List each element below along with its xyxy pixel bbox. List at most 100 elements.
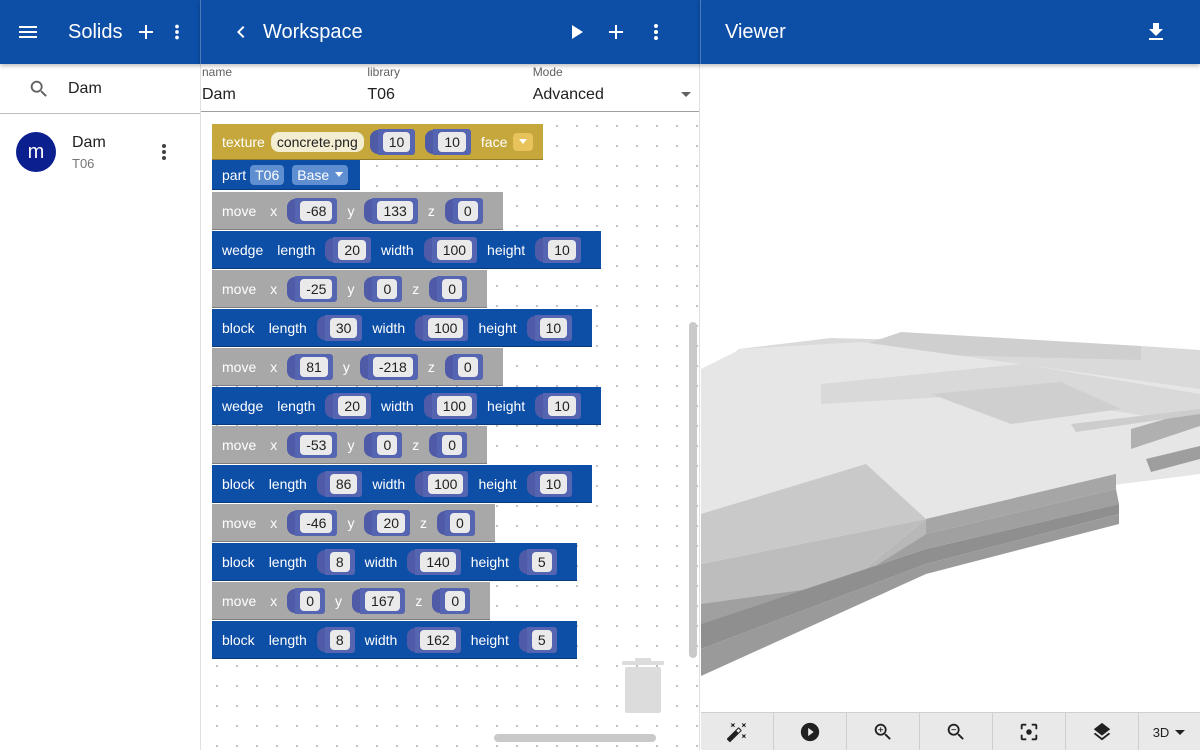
number-input[interactable]: 0 — [364, 431, 403, 458]
number-input[interactable]: 167 — [352, 587, 406, 614]
library-label: library — [367, 65, 401, 79]
number-input[interactable]: 0 — [437, 509, 475, 536]
number-input[interactable]: 0 — [364, 275, 403, 302]
number-input[interactable]: 10 — [425, 128, 471, 155]
number-input[interactable]: 5 — [518, 548, 557, 575]
number-input[interactable]: 0 — [287, 587, 326, 614]
add-block-button[interactable] — [596, 12, 636, 52]
param-label: x — [270, 592, 278, 609]
param-label: y — [335, 592, 343, 609]
face-dropdown[interactable] — [513, 132, 533, 151]
param-label: length — [268, 319, 307, 336]
viewer-panel[interactable]: 3D — [701, 64, 1200, 750]
param-label: height — [470, 631, 509, 648]
number-input[interactable]: 8 — [316, 626, 355, 653]
block-canvas[interactable]: texture concrete.png 10 10 face part T06… — [201, 112, 699, 750]
add-solid-button[interactable] — [126, 12, 166, 52]
trash-icon[interactable] — [622, 658, 664, 719]
number-input[interactable]: 30 — [316, 314, 363, 341]
search-bar — [0, 64, 200, 114]
number-input[interactable]: 20 — [325, 236, 371, 263]
number-input[interactable]: 133 — [364, 197, 418, 224]
number-input[interactable]: 10 — [369, 128, 416, 155]
number-input[interactable]: 20 — [325, 392, 371, 419]
menu-button[interactable] — [8, 12, 48, 52]
number-input[interactable]: 81 — [287, 353, 333, 380]
name-label: name — [202, 65, 233, 79]
block-keyword: part — [222, 166, 247, 183]
param-label: length — [277, 397, 316, 414]
number-input[interactable]: 100 — [423, 236, 478, 263]
param-label: x — [270, 202, 278, 219]
texture-file[interactable]: concrete.png — [270, 131, 364, 152]
block-keyword: wedge — [222, 241, 264, 258]
search-input[interactable] — [68, 79, 188, 98]
number-input[interactable]: 0 — [429, 431, 468, 458]
number-input[interactable]: 162 — [407, 626, 461, 653]
part-block[interactable]: part T06 Base — [212, 160, 360, 190]
number-input[interactable]: 100 — [423, 392, 478, 419]
workspace-more-button[interactable] — [636, 12, 676, 52]
number-input[interactable]: -218 — [359, 353, 418, 380]
number-input[interactable]: 100 — [415, 314, 469, 341]
number-input[interactable]: 10 — [535, 392, 581, 419]
block-keyword: block — [222, 475, 255, 492]
list-item[interactable]: m Dam T06 — [0, 122, 200, 182]
number-input[interactable]: 8 — [316, 548, 355, 575]
number-input[interactable]: 20 — [364, 509, 411, 536]
number-input[interactable]: -25 — [287, 275, 338, 302]
back-button[interactable] — [223, 12, 259, 52]
view-mode-select[interactable]: 3D — [1139, 713, 1199, 750]
magic-wand-button[interactable] — [701, 713, 774, 750]
layers-button[interactable] — [1066, 713, 1139, 750]
number-input[interactable]: 0 — [429, 275, 468, 302]
run-button[interactable] — [556, 12, 596, 52]
avatar: m — [16, 132, 56, 172]
list-item-more-button[interactable] — [144, 132, 184, 172]
number-input[interactable]: 10 — [535, 236, 581, 263]
3d-model-render[interactable] — [701, 64, 1200, 712]
number-input[interactable]: 0 — [444, 197, 483, 224]
download-button[interactable] — [1136, 12, 1176, 52]
fit-view-button[interactable] — [993, 713, 1066, 750]
number-input[interactable]: -46 — [287, 509, 338, 536]
viewer-title: Viewer — [725, 20, 786, 43]
number-input[interactable]: 100 — [415, 470, 469, 497]
number-input[interactable]: 86 — [316, 470, 363, 497]
texture-block[interactable]: texture concrete.png 10 10 face — [212, 124, 543, 160]
plus-icon — [139, 25, 154, 39]
number-input[interactable]: 10 — [526, 314, 573, 341]
play-animation-button[interactable] — [774, 713, 847, 750]
part-library-chip[interactable]: T06 — [250, 164, 285, 185]
number-input[interactable]: 140 — [407, 548, 461, 575]
mode-select[interactable]: Mode Advanced — [532, 64, 699, 111]
number-input[interactable]: -53 — [287, 431, 338, 458]
zoom-out-button[interactable] — [920, 713, 993, 750]
number-input[interactable]: 0 — [432, 587, 471, 614]
vertical-scrollbar[interactable] — [689, 322, 697, 658]
part-name-dropdown[interactable]: Base — [292, 164, 349, 185]
library-field[interactable]: library T06 — [366, 64, 531, 111]
number-input[interactable]: 0 — [444, 353, 483, 380]
name-field[interactable]: name Dam — [201, 64, 366, 111]
param-label: z — [420, 514, 428, 531]
solids-more-button[interactable] — [166, 12, 188, 52]
zoom-in-button[interactable] — [847, 713, 920, 750]
horizontal-scrollbar[interactable] — [494, 734, 656, 742]
number-input[interactable]: 10 — [526, 470, 573, 497]
number-input[interactable]: 5 — [518, 626, 557, 653]
number-input[interactable]: -68 — [287, 197, 338, 224]
